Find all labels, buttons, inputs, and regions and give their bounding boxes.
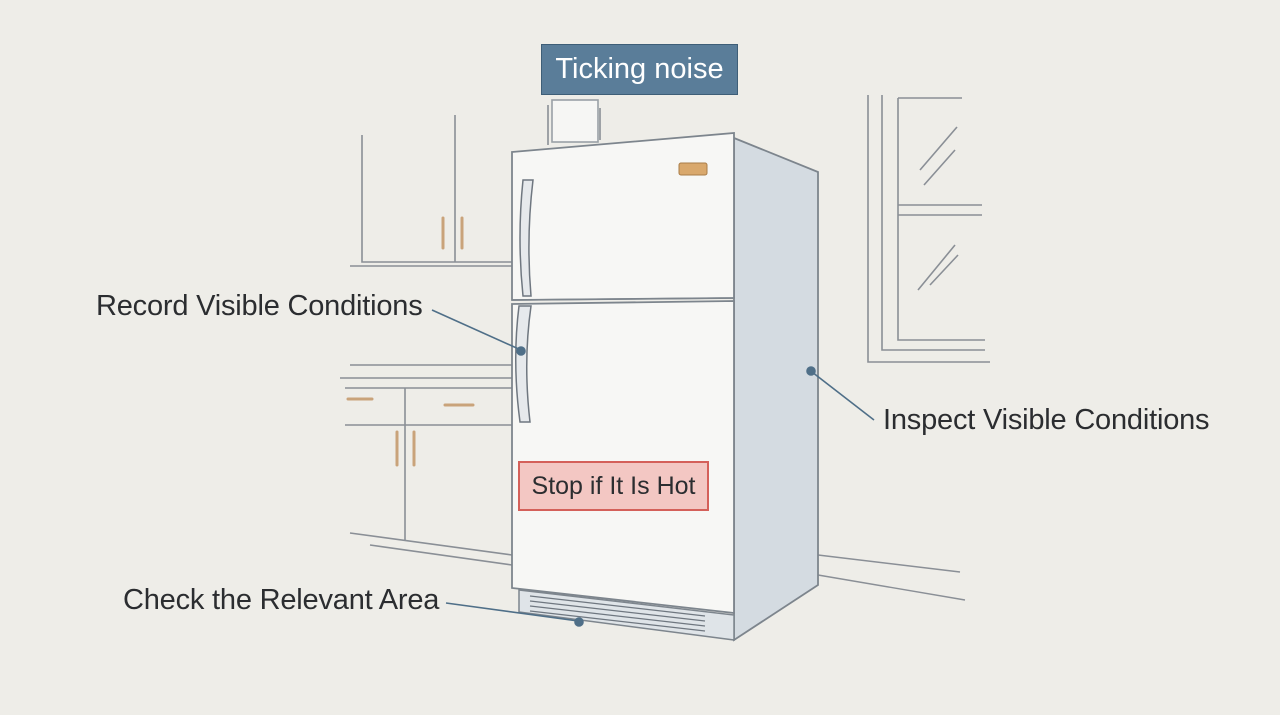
callout-record-label: Record Visible Conditions	[96, 290, 423, 322]
upper-cabinet-handles	[441, 216, 464, 250]
warning-label: Stop if It Is Hot	[518, 461, 709, 511]
temperature-badge	[678, 162, 708, 176]
fridge-handle	[514, 305, 532, 423]
upper-cabinet	[350, 99, 601, 267]
lower-cabinet-handles	[346, 397, 475, 467]
callout-check-label: Check the Relevant Area	[123, 584, 440, 616]
kick-plate-vent	[529, 595, 706, 632]
callout-inspect-label: Inspect Visible Conditions	[883, 404, 1210, 436]
floor-lines	[817, 554, 966, 601]
title-badge: Ticking noise	[541, 44, 738, 95]
lower-cabinet	[340, 364, 513, 566]
kitchen-window	[867, 95, 990, 363]
freezer-handle	[519, 179, 534, 297]
refrigerator	[511, 132, 819, 642]
callout-lines	[431, 309, 875, 627]
